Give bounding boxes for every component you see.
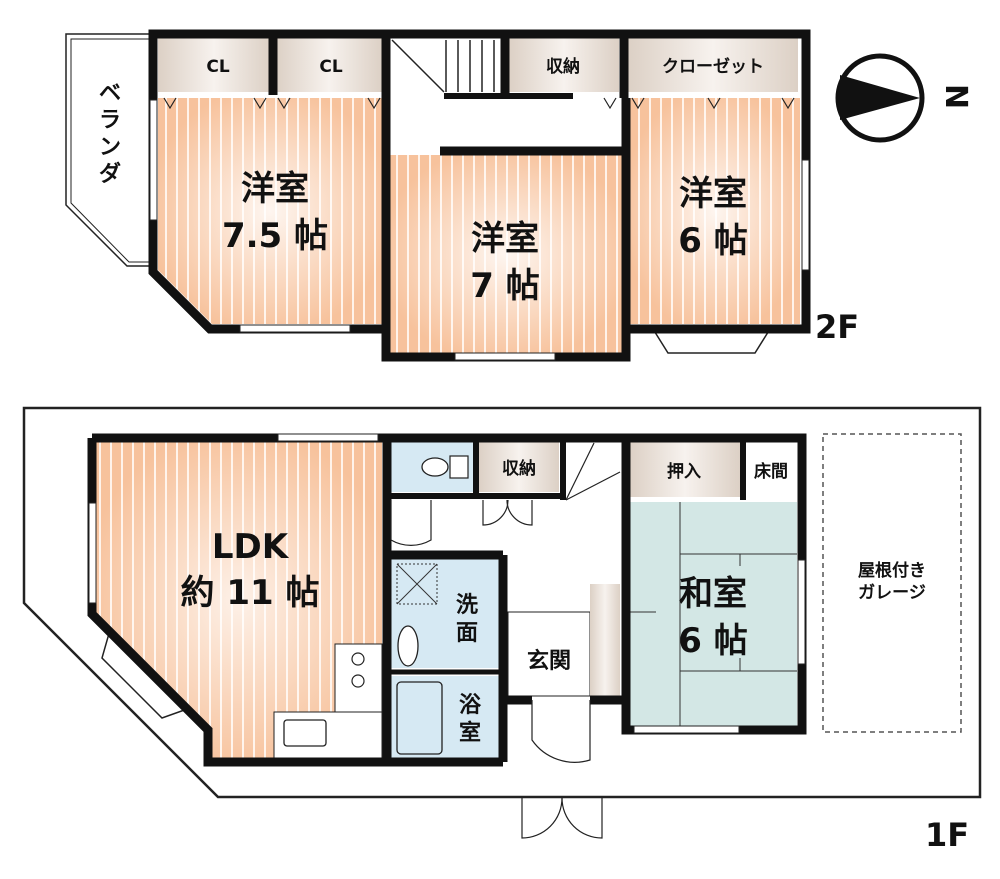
western-room-7: 洋室 7 帖 — [390, 155, 622, 353]
closet-3-label: クローゼット — [662, 56, 764, 77]
ldk-name: LDK — [212, 527, 290, 567]
floor-label-2f: 2F — [815, 308, 859, 346]
washroom-label-1: 洗 — [456, 593, 478, 618]
washbasin-icon — [397, 625, 419, 667]
entrance — [507, 611, 591, 697]
oshiire — [630, 442, 740, 497]
tokonoma — [745, 442, 797, 497]
room-7-5-size: 7.5 帖 — [222, 216, 328, 256]
bathroom-label-2: 室 — [459, 720, 481, 746]
stove-burner-icon — [351, 674, 365, 688]
stairs-2f — [391, 39, 495, 93]
site-boundary — [22, 406, 982, 799]
garage — [822, 433, 962, 733]
storage-2f — [509, 38, 619, 92]
japanese-room-name: 和室 — [679, 574, 747, 614]
closet-1 — [158, 38, 270, 92]
oshiire-label: 押入 — [667, 461, 701, 482]
storage-1f — [479, 442, 559, 492]
closet-1-label: CL — [206, 57, 229, 77]
japanese-room: 和室 6 帖 — [630, 502, 797, 726]
veranda: ベランダ — [65, 33, 154, 267]
veranda-label: ベランダ — [99, 81, 121, 187]
floor-label-1f: 1F — [925, 816, 969, 854]
closet-door-marks — [163, 97, 795, 110]
stove-burner-icon — [351, 652, 365, 666]
storage-2f-label: 収納 — [546, 56, 580, 77]
bathtub-icon — [396, 681, 443, 755]
japanese-room-size: 6 帖 — [678, 621, 748, 661]
closet-3 — [628, 38, 798, 92]
north-arrow-icon: N — [835, 53, 973, 143]
western-room-6: 洋室 6 帖 — [630, 98, 800, 324]
washroom-label-2: 面 — [456, 621, 478, 646]
room-6-size: 6 帖 — [678, 221, 748, 261]
room-7-5-name: 洋室 — [241, 169, 309, 209]
shoe-cabinet — [590, 584, 620, 696]
closet-2-label: CL — [319, 57, 342, 77]
first-floor: 屋根付き ガレージ LDK 約 11 帖 収納 — [22, 406, 982, 854]
tokonoma-label: 床間 — [754, 461, 788, 482]
second-floor: ベランダ CL CL 収納 クローゼット 洋室 7.5 帖 — [65, 29, 859, 362]
room-7-name: 洋室 — [471, 219, 539, 259]
sink-icon — [283, 719, 327, 747]
ldk: LDK 約 11 帖 — [96, 442, 383, 759]
storage-1f-label: 収納 — [502, 458, 536, 479]
room-7-size: 7 帖 — [470, 266, 540, 306]
room-6-name: 洋室 — [679, 174, 747, 214]
door-swings — [390, 499, 603, 839]
western-room-7-5: 洋室 7.5 帖 — [158, 98, 382, 324]
stairs-1f — [565, 442, 621, 501]
compass-label: N — [938, 84, 973, 109]
toilet-icon — [421, 457, 449, 477]
entrance-label: 玄関 — [527, 648, 571, 674]
garage-label-1: 屋根付き — [858, 560, 926, 581]
bay-window — [652, 328, 771, 354]
ldk-size: 約 11 帖 — [181, 573, 320, 613]
bathroom-label-1: 浴 — [459, 693, 482, 718]
garage-label-2: ガレージ — [858, 583, 926, 603]
closet-2 — [276, 38, 382, 92]
